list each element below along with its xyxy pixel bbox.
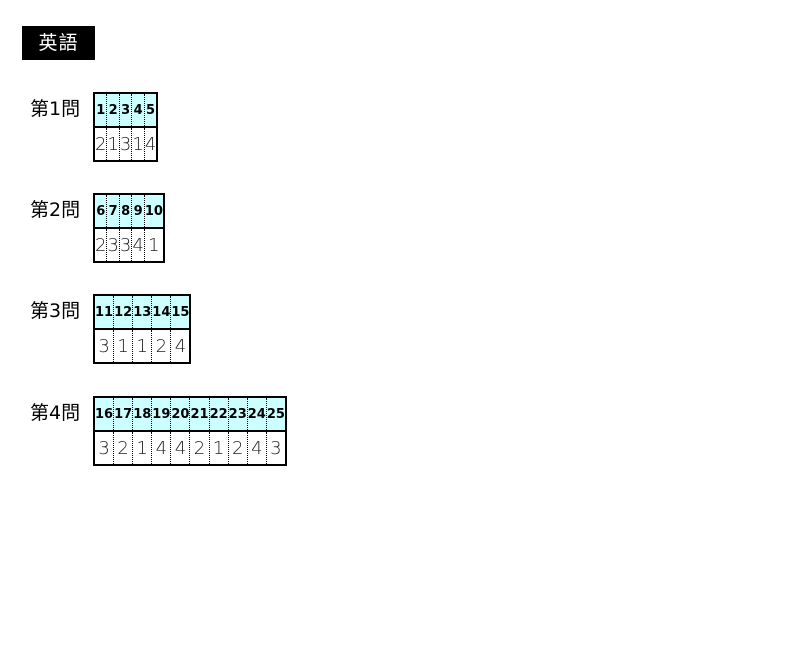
answer-row: 2 1 3 1 4 — [94, 127, 158, 161]
answer-table: 16 17 18 19 20 21 22 23 24 25 3 2 1 4 4 … — [93, 396, 287, 466]
section-label: 第4問 — [30, 402, 81, 424]
question-number-cell: 14 — [151, 295, 171, 330]
answer-row: 2 3 3 4 1 — [94, 228, 164, 262]
question-number-row: 16 17 18 19 20 21 22 23 24 25 — [94, 397, 286, 432]
answer-cell: 3 — [265, 431, 286, 465]
question-number-cell: 5 — [143, 93, 158, 128]
question-number-cell: 20 — [170, 397, 190, 432]
answer-cell: 3 — [94, 329, 114, 363]
question-number-row: 11 12 13 14 15 — [94, 295, 191, 330]
question-number-row: 1 2 3 4 5 — [94, 93, 158, 128]
question-number-cell: 17 — [113, 397, 133, 432]
question-number-cell: 18 — [132, 397, 152, 432]
section-label: 第1問 — [30, 98, 81, 120]
question-number-cell: 21 — [189, 397, 210, 432]
question-number-cell: 7 — [106, 194, 120, 229]
question-number-cell: 4 — [131, 93, 145, 128]
question-number-cell: 25 — [265, 397, 286, 432]
answer-cell: 3 — [94, 431, 114, 465]
question-number-cell: 15 — [170, 295, 191, 330]
question-number-cell: 2 — [106, 93, 120, 128]
answer-cell: 4 — [131, 228, 145, 262]
answer-cell: 1 — [132, 329, 152, 363]
answer-cell: 1 — [132, 431, 152, 465]
answer-cell: 3 — [118, 228, 132, 262]
answer-cell: 1 — [143, 228, 164, 262]
answer-cell: 2 — [151, 329, 171, 363]
question-number-cell: 9 — [131, 194, 145, 229]
answer-cell: 1 — [106, 127, 120, 161]
question-number-cell: 19 — [151, 397, 171, 432]
answer-cell: 3 — [118, 127, 132, 161]
answer-cell: 4 — [170, 431, 190, 465]
question-number-cell: 3 — [118, 93, 132, 128]
answer-cell: 2 — [189, 431, 210, 465]
answer-cell: 4 — [246, 431, 267, 465]
question-number-cell: 22 — [208, 397, 229, 432]
answer-table: 6 7 8 9 10 2 3 3 4 1 — [93, 193, 165, 263]
answer-cell: 3 — [106, 228, 120, 262]
answer-cell: 4 — [151, 431, 171, 465]
question-number-cell: 24 — [246, 397, 267, 432]
answer-cell: 2 — [113, 431, 133, 465]
answer-cell: 1 — [113, 329, 133, 363]
section-label: 第2問 — [30, 199, 81, 221]
answer-cell: 1 — [208, 431, 229, 465]
answer-cell: 1 — [131, 127, 145, 161]
question-number-cell: 6 — [94, 194, 107, 229]
answer-cell: 4 — [143, 127, 158, 161]
answer-cell: 4 — [170, 329, 191, 363]
section-label: 第3問 — [30, 300, 81, 322]
question-number-cell: 1 — [94, 93, 107, 128]
answer-table: 1 2 3 4 5 2 1 3 1 4 — [93, 92, 159, 162]
subject-badge: 英語 — [22, 26, 95, 60]
question-number-cell: 11 — [94, 295, 114, 330]
question-number-cell: 16 — [94, 397, 114, 432]
question-number-cell: 13 — [132, 295, 152, 330]
question-number-row: 6 7 8 9 10 — [94, 194, 164, 229]
question-number-cell: 8 — [118, 194, 132, 229]
question-number-cell: 10 — [143, 194, 164, 229]
question-number-cell: 12 — [113, 295, 133, 330]
answer-cell: 2 — [94, 127, 107, 161]
answer-row: 3 2 1 4 4 2 1 2 4 3 — [94, 431, 286, 465]
question-number-cell: 23 — [227, 397, 248, 432]
answer-cell: 2 — [94, 228, 107, 262]
answer-table: 11 12 13 14 15 3 1 1 2 4 — [93, 294, 192, 364]
answer-cell: 2 — [227, 431, 248, 465]
answer-row: 3 1 1 2 4 — [94, 329, 191, 363]
